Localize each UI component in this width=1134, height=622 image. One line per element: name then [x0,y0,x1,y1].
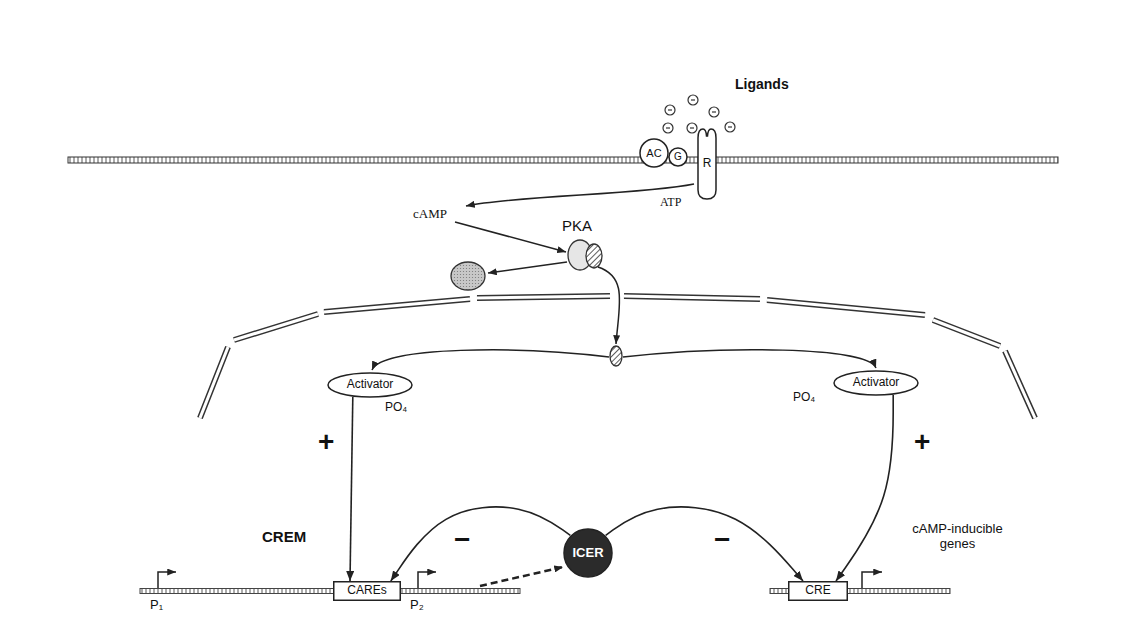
enzyme-circle: AC [639,138,669,168]
response-element-box-fill [789,582,848,601]
node-label: CRE [805,584,830,598]
regulatory-subunit [451,262,485,290]
phosphate-label: PO₄ [385,401,407,415]
regulation-sign: + [912,428,932,456]
regulation-sign: − [452,526,472,554]
phosphorylation-arrow [372,350,609,370]
ligand [663,123,673,133]
regulation-arrow [350,397,353,581]
binding-arrow [455,222,566,252]
dna-strand [140,589,520,594]
substrate-label: ATP [660,196,681,210]
repressor-circle: ICER [563,528,613,578]
ligand [688,95,698,105]
ligand-mark [712,111,716,112]
kinase-label: PKA [562,217,592,234]
phosphate-label: PO₄ [793,391,815,405]
node-label: R [703,157,712,171]
ligand-molecules [663,95,735,133]
messenger-label: cAMP [413,207,447,222]
protein-circle: G [668,147,688,167]
activator-ellipse-fill [834,371,918,395]
nuclear-envelope [200,296,1035,418]
catalytic-subunit [610,346,622,366]
regulation-sign: − [712,526,732,554]
gene-label: CREM [262,528,306,545]
ligand-mark [666,127,670,128]
receptor-shape: R [697,128,717,200]
node-label: AC [646,147,661,160]
ligand-mark [668,109,672,110]
ligand-mark [690,127,694,128]
promoter-element-box: CAREs [333,581,401,601]
regulation-arrow [391,507,571,581]
ligand [687,123,697,133]
plasma-membrane [68,157,1058,163]
phosphorylation-arrow [623,350,876,368]
regulation-sign: + [316,428,336,456]
promoter-arrow [862,572,882,588]
translocation-arrow [598,267,620,344]
activator-ellipse: ActivatorPO₄ [327,372,413,398]
node-label: G [674,151,682,163]
ligand [709,107,719,117]
promoter-label: P₂ [410,598,424,613]
node-label: ICER [572,546,603,561]
activator-ellipse-fill [328,373,412,397]
promoter-label: P₁ [150,598,163,613]
gene-label: cAMP-inducible genes [895,522,1020,552]
promoter-arrow [418,572,436,588]
ligand-mark [691,99,695,100]
response-element-box: CRE [788,581,848,601]
ligand-label: Ligands [735,76,789,92]
conversion-arrow [466,184,694,206]
ligand [725,122,735,132]
release-arrow [488,262,567,273]
protein-circle-fill [669,148,687,166]
node-label: Activator [853,376,900,390]
node-label: CAREs [347,584,386,598]
nuclear-envelope-lumen [200,296,1035,418]
promoter-element-box-fill [334,582,401,601]
ligand-mark [728,126,732,127]
regulation-arrow [836,395,893,581]
node-label: Activator [347,378,394,392]
repressor-circle-fill [564,529,612,577]
enzyme-circle-fill [640,139,668,167]
receptor-fill [698,129,716,199]
regulation-arrow [606,507,803,581]
activator-ellipse: ActivatorPO₄ [833,370,919,396]
expression-arrow [480,567,563,586]
promoter-arrow [158,572,176,588]
catalytic-subunit [586,244,602,268]
ligand [665,105,675,115]
